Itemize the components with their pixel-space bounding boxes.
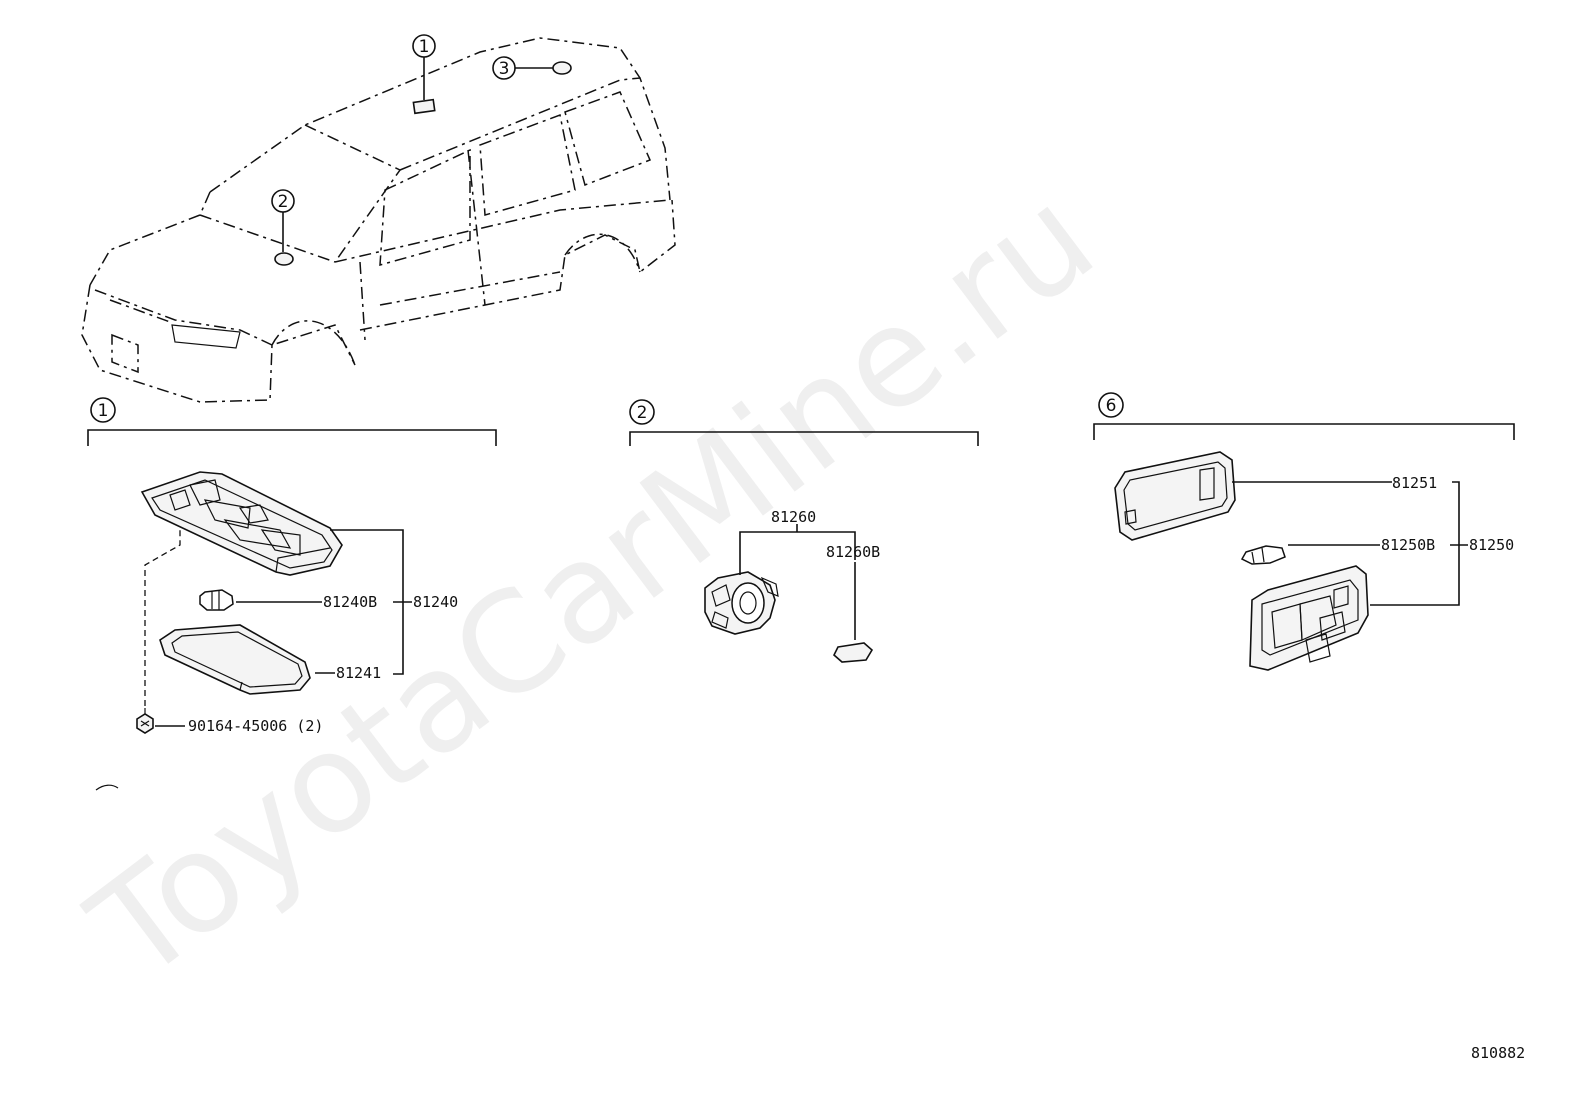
part-screw-label: 90164-45006 (2) bbox=[188, 717, 323, 735]
part-81240B-label: 81240B bbox=[323, 593, 377, 611]
vehicle-outline: 1 3 2 bbox=[81, 34, 676, 403]
lens-81241 bbox=[159, 624, 311, 695]
screw-90164-45006 bbox=[136, 708, 154, 734]
section-2-number: 2 bbox=[637, 403, 648, 423]
section-1-room-lamp: 1 bbox=[87, 397, 497, 791]
part-81260B-label: 81260B bbox=[826, 543, 880, 561]
bulb-81240B bbox=[199, 589, 234, 611]
part-81241-label: 81241 bbox=[336, 664, 381, 682]
roof-lamp-location bbox=[412, 98, 436, 115]
marker-2-label: 2 bbox=[278, 192, 289, 212]
housing-81250 bbox=[1249, 565, 1369, 671]
part-81240-label: 81240 bbox=[413, 593, 458, 611]
bulb-81250B bbox=[1240, 545, 1286, 565]
section-6-marker bbox=[1098, 392, 1124, 418]
marker-3-label: 3 bbox=[499, 59, 510, 79]
section-6-luggage-lamp: 6 81251 81250B bbox=[1093, 392, 1515, 671]
bulb-81260B bbox=[833, 642, 874, 663]
socket-81260 bbox=[704, 571, 779, 635]
section-6-bracket bbox=[1093, 423, 1515, 440]
lens-81251 bbox=[1114, 451, 1236, 541]
marker-1-label: 1 bbox=[419, 37, 430, 57]
part-81260-label: 81260 bbox=[771, 508, 816, 526]
part-81250-label: 81250 bbox=[1469, 536, 1514, 554]
lamp-housing-81240 bbox=[140, 471, 343, 576]
dash-lamp-location bbox=[274, 252, 294, 266]
section-1-bracket bbox=[87, 429, 497, 446]
watermark: ToyotaCarMine.ru bbox=[62, 157, 1122, 1012]
section-2-bracket bbox=[629, 431, 979, 446]
section-1-number: 1 bbox=[98, 401, 109, 421]
section-1-marker bbox=[90, 397, 116, 423]
figure-number: 810882 bbox=[1471, 1044, 1525, 1062]
part-81250B-label: 81250B bbox=[1381, 536, 1435, 554]
rear-lamp-location bbox=[552, 61, 572, 75]
section-2-marker bbox=[629, 399, 655, 425]
part-81251-label: 81251 bbox=[1392, 474, 1437, 492]
partial-circle-mark bbox=[95, 784, 119, 791]
section-2-dash-lamp: 2 81260 81260B bbox=[629, 399, 979, 663]
section-6-number: 6 bbox=[1106, 396, 1117, 416]
mounting-line bbox=[144, 530, 181, 706]
